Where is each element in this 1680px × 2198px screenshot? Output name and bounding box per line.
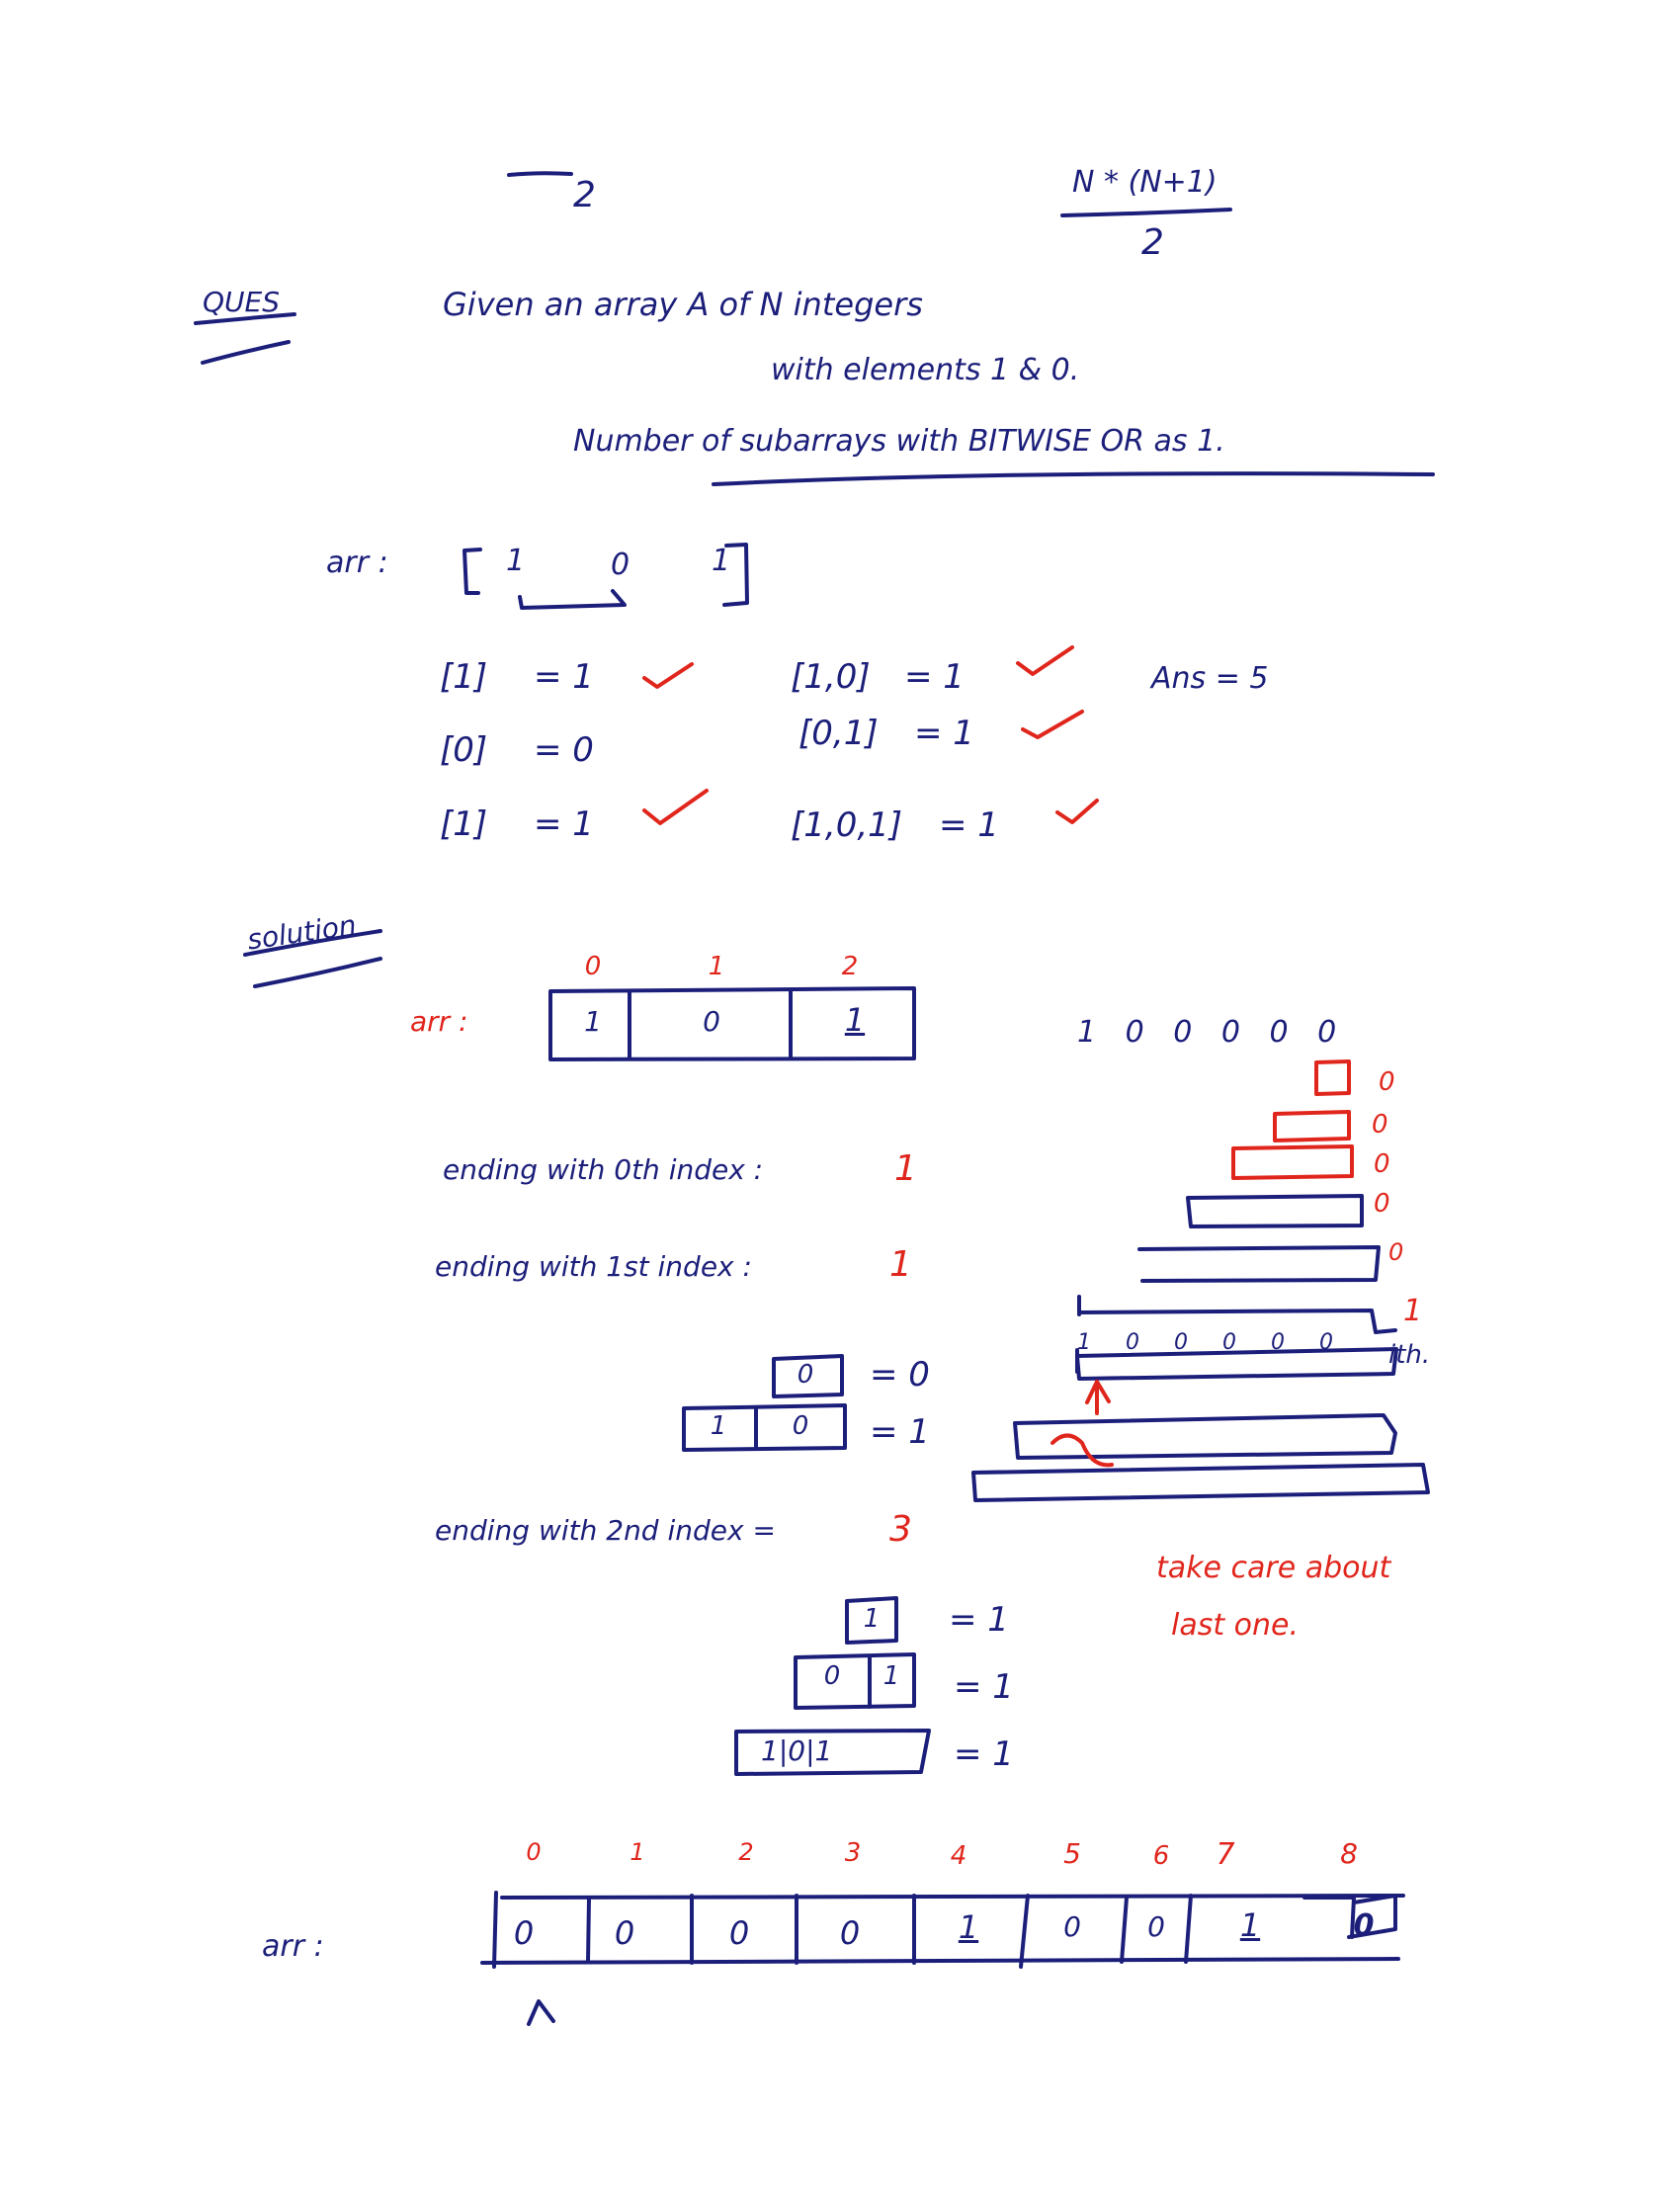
solution-index: 1 <box>708 952 725 981</box>
bottom-index: 6 <box>1152 1841 1170 1871</box>
box-01-result: = 1 <box>954 1667 1014 1707</box>
bottom-cell: 0 <box>1147 1910 1165 1943</box>
check-mark <box>642 662 694 689</box>
diagram-right-one: 1 <box>1403 1294 1423 1328</box>
bottom-cell: 0 <box>728 1914 750 1952</box>
diagram-ith-label: ith. <box>1388 1340 1431 1370</box>
note-line-2: last one. <box>1171 1608 1300 1643</box>
solution-cell: 0 <box>703 1005 720 1038</box>
left-subarray-expr: [0] <box>440 730 488 770</box>
bracket-right <box>722 543 749 607</box>
formula-fraction-bar <box>1060 208 1232 217</box>
box-10-cell: 0 <box>792 1411 809 1441</box>
right-subarray-expr: [1,0,1] <box>791 805 903 845</box>
solution-arr-label: arr : <box>410 1005 468 1038</box>
example-arr-value: 1 <box>712 544 731 578</box>
ending-2-label: ending with 2nd index = <box>435 1514 776 1547</box>
bottom-index: 8 <box>1340 1837 1358 1870</box>
diagram-top-row: 1 0 0 0 0 0 <box>1077 1015 1347 1050</box>
left-subarray-result: = 1 <box>534 804 594 844</box>
left-subarray-expr: [1] <box>440 804 488 844</box>
box-0-cell: 0 <box>797 1360 814 1390</box>
left-subarray-expr: [1] <box>440 657 488 697</box>
solution-cell: 1 <box>844 1001 866 1039</box>
bottom-arr-label: arr : <box>262 1929 324 1964</box>
question-underline <box>712 471 1435 486</box>
box-01-cell: 1 <box>882 1661 900 1691</box>
answer: Ans = 5 <box>1151 661 1269 696</box>
overline-denominator: 2 <box>573 175 596 215</box>
example-arr-value: 0 <box>611 548 630 582</box>
bottom-index: 2 <box>738 1838 754 1866</box>
right-subarray-expr: [1,0] <box>791 657 871 697</box>
formula-denominator: 2 <box>1141 222 1164 263</box>
box-1-cell: 1 <box>863 1604 881 1634</box>
left-subarray-result: = 1 <box>534 657 594 697</box>
ending-0-value: 1 <box>894 1148 917 1189</box>
box-0-result: = 0 <box>870 1355 930 1395</box>
box-01-cell: 0 <box>823 1661 841 1691</box>
bottom-cell: 0 <box>1063 1910 1081 1943</box>
example-arr-label: arr : <box>326 546 388 580</box>
box-1-result: = 1 <box>949 1600 1009 1640</box>
ending-2-value: 3 <box>889 1509 912 1550</box>
bottom-index: 0 <box>526 1838 542 1866</box>
diagram-right-zero: 0 <box>1374 1149 1390 1179</box>
right-subarray-result: = 1 <box>914 714 974 753</box>
bottom-index: 1 <box>630 1838 645 1866</box>
bottom-cell: 0 <box>839 1914 861 1952</box>
bottom-cell: 0 <box>614 1914 635 1952</box>
box-101-result: = 1 <box>954 1734 1014 1774</box>
diagram-middle-row: 1 0 0 0 0 0 <box>1077 1330 1347 1355</box>
box-10-cell: 1 <box>710 1411 727 1441</box>
bottom-cell: 1 <box>958 1908 979 1946</box>
box-101-cells: 1|0|1 <box>761 1734 833 1767</box>
right-subarray-expr: [0,1] <box>798 714 879 753</box>
example-arr-value: 1 <box>506 544 526 578</box>
solution-underline-2 <box>253 957 382 988</box>
ques-underline-2 <box>201 340 291 365</box>
box-10-result: = 1 <box>870 1412 930 1452</box>
question-tag: QUES <box>203 286 280 318</box>
solution-index: 2 <box>841 952 859 981</box>
check-mark <box>1021 710 1084 739</box>
bottom-arrow <box>527 1999 555 2026</box>
bottom-cell: 1 <box>1239 1906 1261 1944</box>
diagram-right-zero: 0 <box>1372 1110 1388 1140</box>
ending-1-value: 1 <box>889 1244 912 1285</box>
solution-underline <box>243 929 382 957</box>
ending-0-label: ending with 0th index : <box>443 1153 764 1186</box>
question-line-2: with elements 1 & 0. <box>771 353 1080 387</box>
bottom-cell: 0 <box>513 1914 535 1952</box>
bottom-index: 5 <box>1063 1837 1081 1870</box>
ending-1-label: ending with 1st index : <box>435 1250 752 1283</box>
solution-array-box <box>548 986 916 1061</box>
check-mark <box>1055 799 1099 824</box>
formula-numerator: N * (N+1) <box>1072 165 1218 200</box>
bottom-index: 3 <box>844 1838 862 1868</box>
ques-underline <box>194 312 296 325</box>
bottom-cell: 0 <box>1353 1908 1375 1943</box>
bottom-index: 7 <box>1216 1837 1235 1872</box>
question-line-1: Given an array A of N integers <box>443 286 923 323</box>
right-subarray-result: = 1 <box>939 805 999 845</box>
arrow-under-arr <box>518 589 627 610</box>
solution-index: 0 <box>584 952 602 981</box>
solution-cell: 1 <box>584 1005 602 1038</box>
check-mark <box>1016 645 1074 676</box>
diagram-right-zero: 0 <box>1374 1189 1390 1219</box>
bottom-index: 4 <box>950 1841 967 1871</box>
overline-stroke <box>507 171 573 177</box>
note-line-1: take care about <box>1156 1551 1391 1585</box>
right-subarray-result: = 1 <box>904 657 965 697</box>
diagram-right-zero: 0 <box>1379 1067 1395 1097</box>
diagram-right-zero: 0 <box>1388 1238 1404 1266</box>
left-subarray-result: = 0 <box>534 730 594 770</box>
question-line-3: Number of subarrays with BITWISE OR as 1… <box>573 424 1225 459</box>
check-mark <box>642 789 709 825</box>
bracket-left <box>462 548 482 595</box>
